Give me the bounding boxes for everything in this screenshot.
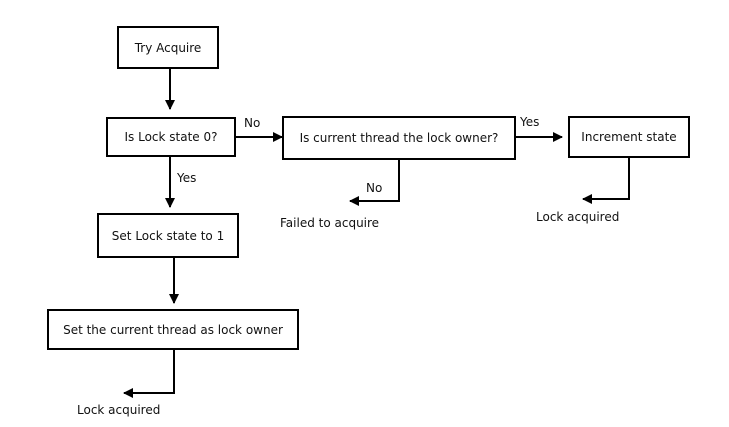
box-is-current-owner: Is current thread the lock owner? xyxy=(282,116,516,160)
label-yes-owner: Yes xyxy=(520,115,540,129)
box-is-lock-state-0-label: Is Lock state 0? xyxy=(124,130,218,144)
box-is-current-owner-label: Is current thread the lock owner? xyxy=(299,131,499,145)
label-yes-islock: Yes xyxy=(177,171,197,185)
box-is-lock-state-0: Is Lock state 0? xyxy=(106,117,236,157)
label-lock-acquired-right: Lock acquired xyxy=(536,210,620,224)
label-no-owner: No xyxy=(366,181,383,195)
label-failed-to-acquire: Failed to acquire xyxy=(280,216,380,230)
arrow-owner-no-to-failed xyxy=(349,160,400,206)
label-no-islock: No xyxy=(244,116,261,130)
box-set-lock-state-label: Set Lock state to 1 xyxy=(111,228,225,243)
box-try-acquire-label: Try Acquire xyxy=(134,40,202,55)
box-try-acquire: Try Acquire xyxy=(117,26,219,69)
label-lock-acquired-bottom: Lock acquired xyxy=(77,403,161,417)
box-set-owner: Set the current thread as lock owner xyxy=(47,309,299,350)
box-increment-state-label: Increment state xyxy=(581,130,677,144)
arrow-setowner-to-acquired xyxy=(123,350,175,398)
box-set-owner-label: Set the current thread as lock owner xyxy=(63,322,283,337)
arrow-increment-to-acquired xyxy=(582,158,630,204)
box-set-lock-state: Set Lock state to 1 xyxy=(97,213,239,258)
box-increment-state: Increment state xyxy=(568,116,690,158)
